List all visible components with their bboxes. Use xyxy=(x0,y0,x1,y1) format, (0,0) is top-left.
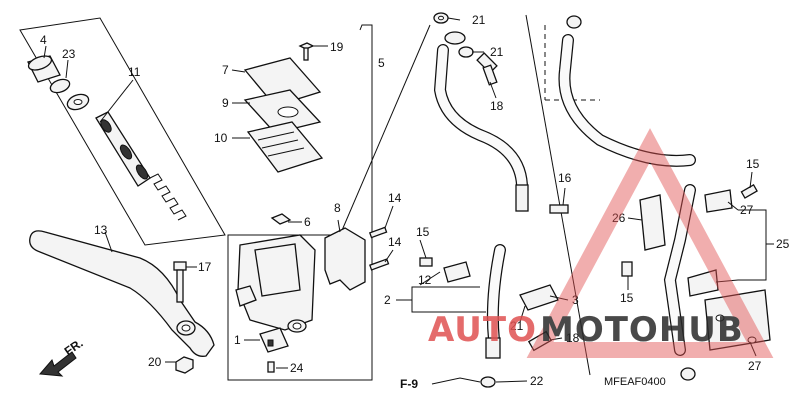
callout-10: 10 xyxy=(214,131,228,145)
circlip xyxy=(49,78,71,94)
callout-19: 19 xyxy=(330,40,344,54)
callout-25: 26 xyxy=(612,211,626,225)
pivot-nut xyxy=(175,356,194,374)
callout-2: 2 xyxy=(384,293,391,307)
hose-banjo-lower xyxy=(485,337,501,359)
hose-fitting-right xyxy=(566,15,696,381)
bolt-16 xyxy=(549,204,569,214)
callout-18-upper: 18 xyxy=(490,99,504,113)
bolt-15-right xyxy=(621,184,758,277)
hose-banjo-upper xyxy=(444,31,529,212)
callout-9: 9 xyxy=(222,96,229,110)
washer-top xyxy=(433,12,449,24)
piston-boot xyxy=(27,55,61,83)
master-cylinder-body xyxy=(235,234,316,333)
callout-16: 16 xyxy=(558,171,572,185)
leader-lines xyxy=(43,17,774,385)
callout-17: 17 xyxy=(198,260,212,274)
bolt-oil-lower xyxy=(527,330,553,352)
callout-4: 4 xyxy=(40,33,47,47)
callout-24: 25 xyxy=(776,237,790,251)
washer-bottom xyxy=(480,376,496,388)
direction-label: FR. xyxy=(62,336,86,359)
hose-guide-plate xyxy=(704,289,771,351)
callout-20: 20 xyxy=(148,355,162,369)
callout-11: 11 xyxy=(128,65,141,79)
callout-12: 12 xyxy=(418,273,432,287)
callout-27-upper: 27 xyxy=(740,203,754,217)
holder-bolt-upper xyxy=(368,226,388,239)
brake-lever xyxy=(29,230,215,357)
washer-upper xyxy=(458,46,474,58)
holder xyxy=(324,227,366,291)
clamp-clip xyxy=(270,213,292,225)
watermark-text-red: AUTO xyxy=(428,310,537,350)
divider-line xyxy=(339,24,431,236)
callout-5: 5 xyxy=(378,56,385,70)
callout-21-top: 21 xyxy=(472,13,486,27)
group-box-master-cylinder xyxy=(227,24,373,381)
callout-7: 7 xyxy=(222,63,229,77)
callout-8: 8 xyxy=(334,201,341,215)
switch-screw xyxy=(267,361,275,373)
lever-adjuster-bolt xyxy=(173,261,187,303)
callout-22: 23 xyxy=(62,47,76,61)
holder-bolt-lower xyxy=(369,258,390,271)
reservoir-cap xyxy=(243,57,322,107)
fig-ref-label: F-9 xyxy=(400,377,418,391)
divider-line-right xyxy=(525,14,591,376)
clamp-27-lower xyxy=(687,269,719,297)
callout-14-lower: 14 xyxy=(388,235,402,249)
callout-21-bottom: 22 xyxy=(530,374,544,388)
diagram-code: MFEAF0400 xyxy=(604,376,666,388)
front-direction-arrow: FR. xyxy=(38,336,86,377)
callout-13: 13 xyxy=(94,223,108,237)
washer xyxy=(66,93,90,111)
callout-1: 1 xyxy=(234,333,241,347)
callout-6: 6 xyxy=(304,215,311,229)
callout-3: 3 xyxy=(572,293,579,307)
watermark-text-black: MOTOHUB xyxy=(540,310,744,350)
bolt-oil-upper xyxy=(476,52,498,86)
hose-clamp xyxy=(443,261,471,283)
splitter-bracket xyxy=(639,194,666,251)
callout-labels: 4 23 11 13 17 20 7 9 10 19 5 6 8 14 14 1… xyxy=(40,13,790,391)
callout-15-left: 15 xyxy=(416,225,430,239)
callout-21-upper: 21 xyxy=(490,45,504,59)
callout-21-mid: 21 xyxy=(510,319,524,333)
brake-switch xyxy=(259,327,289,353)
diaphragm xyxy=(246,121,324,173)
watermark-triangle xyxy=(526,128,774,358)
callout-15-mid: 15 xyxy=(620,291,634,305)
group-box-piston xyxy=(19,17,226,246)
callout-26: 27 xyxy=(748,359,762,373)
watermark: AUTO MOTOHUB xyxy=(428,128,774,358)
callout-23: 24 xyxy=(290,361,304,375)
bolt-15 xyxy=(419,257,433,267)
stay-bracket xyxy=(519,284,559,311)
cap-screw xyxy=(298,42,315,61)
callout-15-right: 15 xyxy=(746,157,760,171)
clamp-27-upper xyxy=(704,189,733,213)
piston-spring xyxy=(149,173,187,221)
callout-18-lower: 18 xyxy=(566,331,580,345)
callout-14-upper: 14 xyxy=(388,191,402,205)
